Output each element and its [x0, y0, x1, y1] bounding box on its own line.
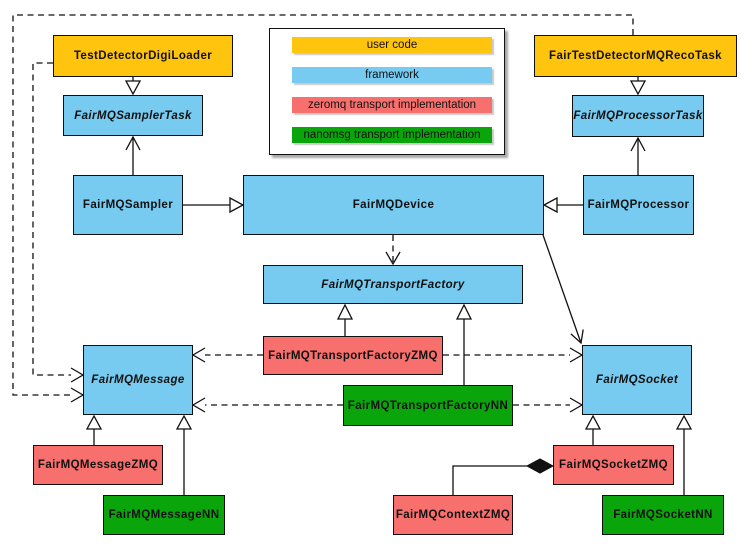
node-fairmqsocketzmq: FairMQSocketZMQ — [553, 445, 674, 485]
edge-fairmqsampler-extends-fairmqdevice — [183, 196, 245, 214]
node-fairmqmessagenn: FairMQMessageNN — [103, 495, 225, 535]
legend: user code framework zeromq transport imp… — [269, 28, 505, 155]
edge-fairmqtransportfactorynn-extends-fairmqtransportfactory — [455, 303, 473, 385]
legend-swatch-nanomsg: nanomsg transport implementation — [292, 127, 492, 143]
node-fairmqprocessor: FairMQProcessor — [583, 175, 694, 235]
node-fairtestdetectormqrecotask: FairTestDetectorMQRecoTask — [534, 35, 737, 77]
node-fairmqdevice: FairMQDevice — [243, 175, 544, 235]
node-fairmqcontextzmq: FairMQContextZMQ — [393, 495, 513, 535]
edge-testdetectordigiloader-extends-fairmqsamplertask — [124, 77, 142, 96]
edge-fairmqsampler-uses-fairmqsamplertask — [125, 135, 141, 175]
edge-fairmqdevice-depends-fairmqtransportfactory — [385, 235, 401, 266]
node-testdetectordigiloader: TestDetectorDigiLoader — [53, 35, 233, 77]
edge-fairmqsocketzmq-extends-fairmqsocket — [584, 414, 602, 445]
legend-swatch-zeromq: zeromq transport implementation — [292, 97, 492, 113]
node-fairmqtransportfactoryzmq: FairMQTransportFactoryZMQ — [263, 336, 443, 375]
node-fairmqmessagezmq: FairMQMessageZMQ — [33, 445, 163, 485]
edge-fairmqprocessor-uses-fairmqprocessortask — [630, 136, 646, 175]
edge-fairmqsocketzmq-composes-fairmqcontextzmq — [452, 458, 555, 495]
legend-swatch-user-code: user code — [292, 37, 492, 53]
node-fairmqsocket: FairMQSocket — [582, 345, 692, 415]
legend-swatch-framework: framework — [292, 67, 492, 83]
edge-fairmqmessagezmq-extends-fairmqmessage — [85, 414, 103, 445]
node-fairmqmessage: FairMQMessage — [83, 345, 193, 415]
edge-fairmqtransportfactoryzmq-creates-fairmqmessage — [191, 347, 263, 363]
edge-fairmqdevice-uses-fairmqsocket — [542, 234, 584, 345]
node-fairmqtransportfactorynn: FairMQTransportFactoryNN — [343, 385, 513, 426]
edge-fairtestdetectormqrecotask-extends-fairmqprocessortask — [629, 77, 647, 96]
edge-fairmqprocessor-extends-fairmqdevice — [542, 196, 583, 214]
edge-fairmqtransportfactorynn-creates-fairmqmessage — [191, 397, 343, 413]
edge-fairmqsocketnn-extends-fairmqsocket — [675, 414, 693, 495]
node-fairmqtransportfactory: FairMQTransportFactory — [263, 265, 523, 304]
edge-fairmqmessagenn-extends-fairmqmessage — [175, 414, 193, 495]
node-fairmqsampler: FairMQSampler — [73, 175, 183, 235]
node-fairmqsocketnn: FairMQSocketNN — [602, 495, 724, 535]
node-fairmqprocessortask: FairMQProcessorTask — [572, 95, 704, 137]
node-fairmqsamplertask: FairMQSamplerTask — [63, 95, 203, 136]
edge-fairmqtransportfactoryzmq-extends-fairmqtransportfactory — [336, 303, 354, 336]
edge-fairmqtransportfactorynn-creates-fairmqsocket — [513, 397, 584, 413]
